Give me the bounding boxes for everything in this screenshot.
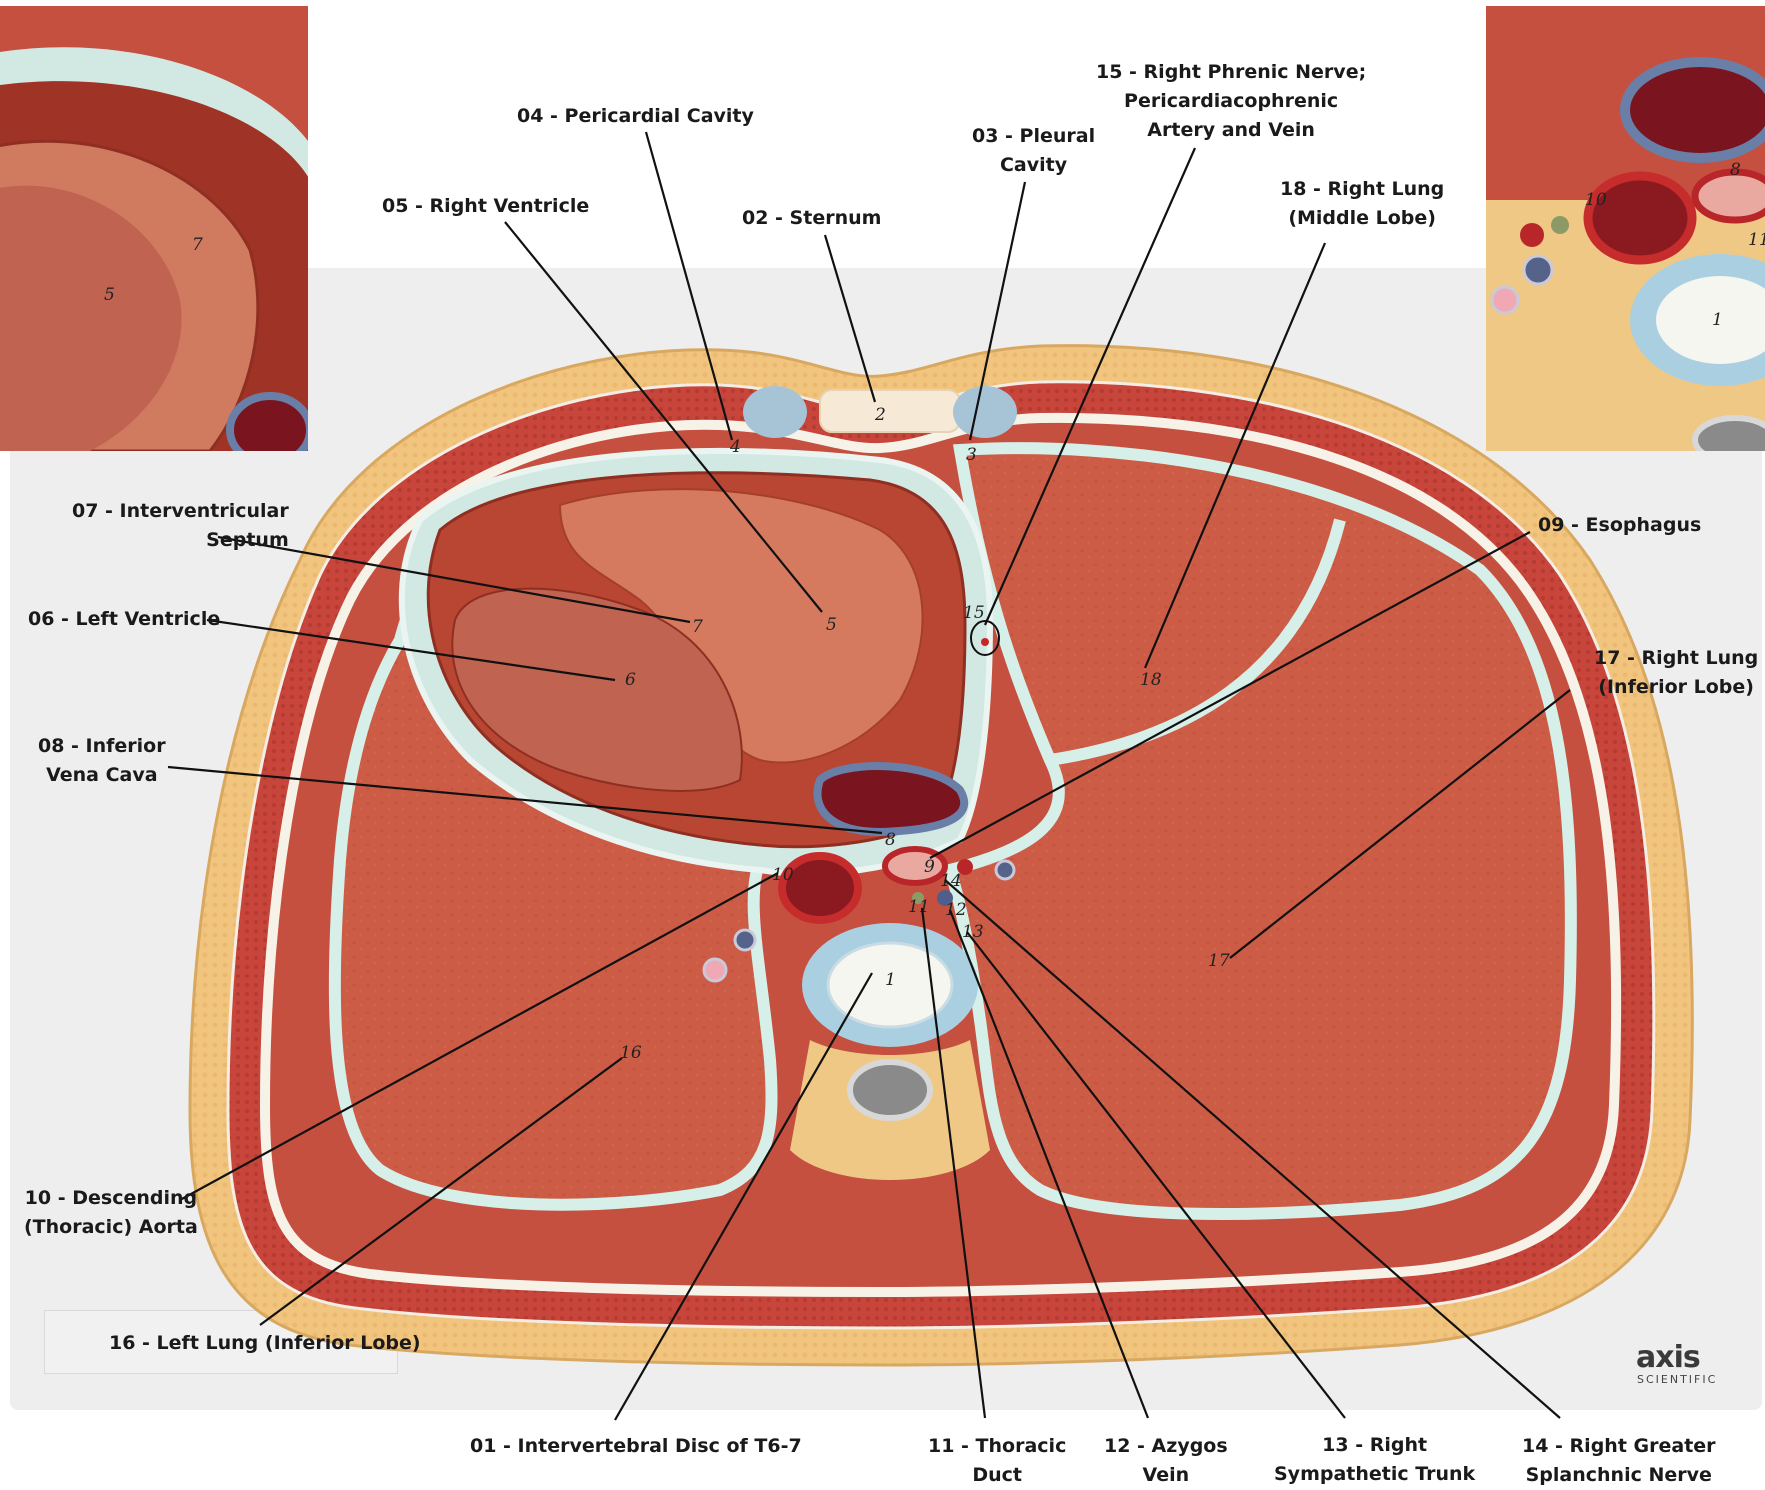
label-13-right-sympathetic-trunk: 13 - Right Sympathetic Trunk xyxy=(1274,1431,1475,1489)
label-17-right-lung-inferior-lobe: 17 - Right Lung (Inferior Lobe) xyxy=(1594,644,1758,702)
label-16-left-lung-inferior-lobe: 16 - Left Lung (Inferior Lobe) xyxy=(109,1329,421,1358)
model-num-1: 1 xyxy=(885,970,896,990)
inset-right-num-1: 1 xyxy=(1712,310,1723,330)
label-18-right-lung-middle-lobe: 18 - Right Lung (Middle Lobe) xyxy=(1280,175,1444,233)
costal-cartilage-left xyxy=(743,386,807,438)
inset-left-num-7: 7 xyxy=(192,235,203,255)
model-num-14: 14 xyxy=(940,871,962,891)
axis-logo-word: axis xyxy=(1636,1340,1700,1375)
model-num-12: 12 xyxy=(945,900,967,920)
label-09-esophagus: 09 - Esophagus xyxy=(1538,511,1701,540)
inset-right-num-8: 8 xyxy=(1730,160,1741,180)
label-12-azygos-vein: 12 - Azygos Vein xyxy=(1104,1432,1228,1490)
label-02-sternum: 02 - Sternum xyxy=(742,204,881,233)
label-06-left-ventricle: 06 - Left Ventricle xyxy=(28,605,220,634)
sternum xyxy=(820,390,960,432)
label-01-intervertebral-disc: 01 - Intervertebral Disc of T6-7 xyxy=(470,1432,802,1461)
phrenic-nerve-dot xyxy=(981,638,989,646)
label-07-interventricular-septum: 07 - Interventricular Septum xyxy=(72,497,289,555)
label-10-descending-aorta: 10 - Descending (Thoracic) Aorta xyxy=(24,1184,198,1242)
model-num-18: 18 xyxy=(1140,670,1162,690)
inset-right-num-10: 10 xyxy=(1585,190,1607,210)
model-num-11: 11 xyxy=(908,897,930,917)
model-num-5: 5 xyxy=(826,615,837,635)
right-lung xyxy=(950,448,1571,1214)
posterior-vessel-2 xyxy=(704,959,726,981)
model-num-8: 8 xyxy=(885,830,896,850)
label-05-right-ventricle: 05 - Right Ventricle xyxy=(382,192,589,221)
label-15-right-phrenic-nerve: 15 - Right Phrenic Nerve; Pericardiacoph… xyxy=(1096,58,1366,145)
label-04-pericardial-cavity: 04 - Pericardial Cavity xyxy=(517,102,754,131)
costal-cartilage-right xyxy=(953,386,1017,438)
label-08-inferior-vena-cava: 08 - Inferior Vena Cava xyxy=(38,732,166,790)
inferior-vena-cava-shape xyxy=(818,766,965,832)
model-num-7: 7 xyxy=(692,617,703,637)
model-num-2: 2 xyxy=(874,405,886,425)
label-11-thoracic-duct: 11 - Thoracic Duct xyxy=(928,1432,1066,1490)
label-14-right-greater-splanchnic-nerve: 14 - Right Greater Splanchnic Nerve xyxy=(1522,1432,1716,1490)
inset-left-num-5: 5 xyxy=(104,285,115,305)
model-num-17: 17 xyxy=(1208,951,1230,971)
model-num-15: 15 xyxy=(963,603,985,623)
posterior-vessel-1 xyxy=(735,930,755,950)
model-num-16: 16 xyxy=(620,1043,642,1063)
posterior-vessel-3 xyxy=(996,861,1014,879)
spinal-canal xyxy=(850,1062,930,1118)
model-num-6: 6 xyxy=(625,670,636,690)
model-num-4: 4 xyxy=(729,437,741,457)
axis-logo-sub: SCIENTIFIC xyxy=(1637,1373,1717,1386)
model-num-3: 3 xyxy=(966,445,977,465)
left-detail-inset: 7 5 xyxy=(0,6,320,464)
right-detail-inset: 8 10 11 1 xyxy=(1486,6,1765,462)
label-03-pleural-cavity: 03 - Pleural Cavity xyxy=(972,122,1095,180)
inset-right-num-11: 11 xyxy=(1748,230,1765,250)
model-num-9: 9 xyxy=(924,857,935,877)
